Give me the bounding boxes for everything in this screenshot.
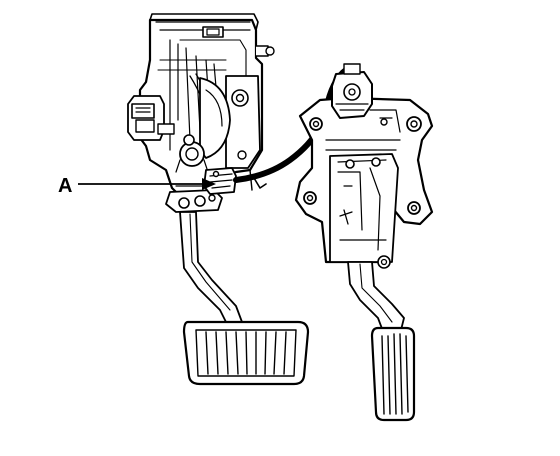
brake-switch-connector (127, 95, 175, 141)
accelerator-pedal-housing (329, 153, 399, 269)
brake-pedal-pad (182, 320, 310, 386)
accelerator-pedal-arm (347, 261, 405, 335)
callout-a-arrowhead (202, 178, 216, 190)
accelerator-pedal-assembly (294, 63, 434, 422)
brake-pedal-assembly (127, 13, 310, 386)
brake-pedal-arm (179, 211, 243, 323)
callout-a: A (58, 175, 216, 197)
accelerator-pedal-sensor (331, 63, 373, 119)
accelerator-pedal-pad (370, 326, 416, 422)
callout-a-label: A (58, 175, 72, 197)
brake-pedal-bracket (138, 13, 275, 198)
brake-pedal-lower-bracket (165, 185, 223, 213)
